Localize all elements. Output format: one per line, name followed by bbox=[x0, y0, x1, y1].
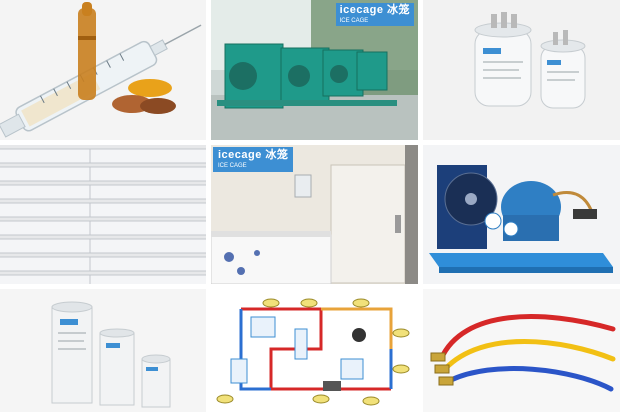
capacitors-round-image bbox=[51, 301, 171, 408]
tile-condensing-units-outdoor[interactable]: icecage 冰笼 ICE CAGE bbox=[211, 0, 418, 140]
tile-insulation-panels[interactable] bbox=[0, 145, 206, 284]
tile-syringe[interactable] bbox=[0, 0, 206, 140]
tile-refrigeration-diagram[interactable] bbox=[211, 289, 418, 412]
capacitors-oval-image bbox=[474, 12, 586, 109]
brand-watermark: icecage 冰笼 ICE CAGE bbox=[335, 3, 414, 26]
refrigeration-diagram-image bbox=[216, 298, 410, 406]
tile-capacitors-oval[interactable] bbox=[423, 0, 620, 140]
tile-capacitors-round[interactable] bbox=[0, 289, 206, 412]
tile-condensing-unit-blue[interactable] bbox=[423, 145, 620, 284]
brand-watermark: icecage 冰笼 ICE CAGE bbox=[213, 147, 294, 172]
brand-tagline: ICE CAGE bbox=[218, 163, 247, 169]
condensing-unit-blue-image bbox=[429, 165, 613, 273]
charging-hoses-image bbox=[430, 314, 616, 392]
insulation-panels-image bbox=[0, 148, 206, 284]
tile-cold-room[interactable]: icecage 冰笼 ICE CAGE bbox=[211, 145, 418, 284]
syringe-image bbox=[0, 2, 202, 138]
tile-charging-hoses[interactable] bbox=[423, 289, 620, 412]
brand-name: icecage 冰笼 bbox=[218, 149, 289, 161]
brand-tagline: ICE CAGE bbox=[339, 18, 369, 24]
brand-name: icecage 冰笼 bbox=[339, 4, 410, 16]
